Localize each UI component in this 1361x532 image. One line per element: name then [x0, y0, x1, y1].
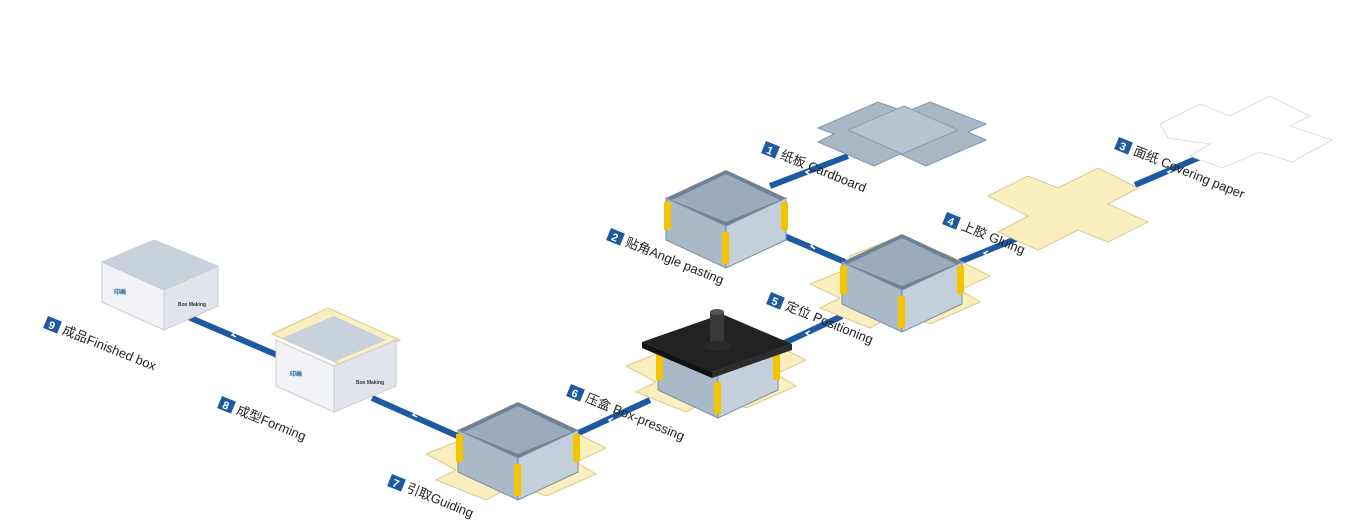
box-caption-text: Box Making [356, 380, 384, 386]
positioned-box-icon [808, 233, 992, 333]
step-badge [43, 316, 62, 334]
box-brand-text: 印画 [290, 370, 302, 378]
guided-box-icon [424, 401, 608, 501]
step-number: 2 [609, 231, 619, 244]
step-text: 成品Finished box [60, 322, 159, 373]
connector-7-8 [370, 395, 464, 441]
white-covering-paper-icon [1159, 95, 1334, 169]
step-badge [566, 384, 585, 402]
step-number: 3 [1117, 140, 1127, 153]
connector-4-5 [950, 235, 1020, 268]
connector-lines [184, 152, 1207, 441]
angle-pasted-box-icon [663, 169, 789, 269]
connector-3-4 [1133, 152, 1207, 188]
box-press-icon [624, 309, 808, 419]
step-badge [606, 228, 625, 246]
step-badge [217, 396, 236, 414]
step-badge [1114, 137, 1133, 155]
box-brand-text: 印画 [114, 288, 126, 296]
step-number: 1 [764, 144, 774, 157]
box-caption-text: Box Making [178, 302, 206, 308]
connector-2-5 [773, 229, 847, 265]
step-number: 4 [945, 215, 956, 229]
step-badge [766, 292, 785, 310]
step-badge [387, 474, 406, 492]
step-number: 8 [220, 399, 230, 412]
step-8-label: 8 成型Forming [217, 396, 308, 444]
finished-box-icon: 印画 Box Making [100, 239, 220, 331]
connector-6-7 [570, 397, 652, 439]
step-text: 成型Forming [234, 402, 308, 444]
step-number: 7 [390, 477, 400, 490]
step-badge [942, 212, 961, 230]
step-number: 6 [569, 387, 579, 400]
step-number: 9 [46, 319, 56, 332]
step-number: 5 [769, 295, 779, 308]
step-9-label: 9 成品Finished box [43, 316, 159, 374]
step-badge [761, 141, 780, 159]
flat-cardboard-icon [816, 101, 988, 167]
formed-box-icon: 印画 Box Making [270, 307, 402, 413]
